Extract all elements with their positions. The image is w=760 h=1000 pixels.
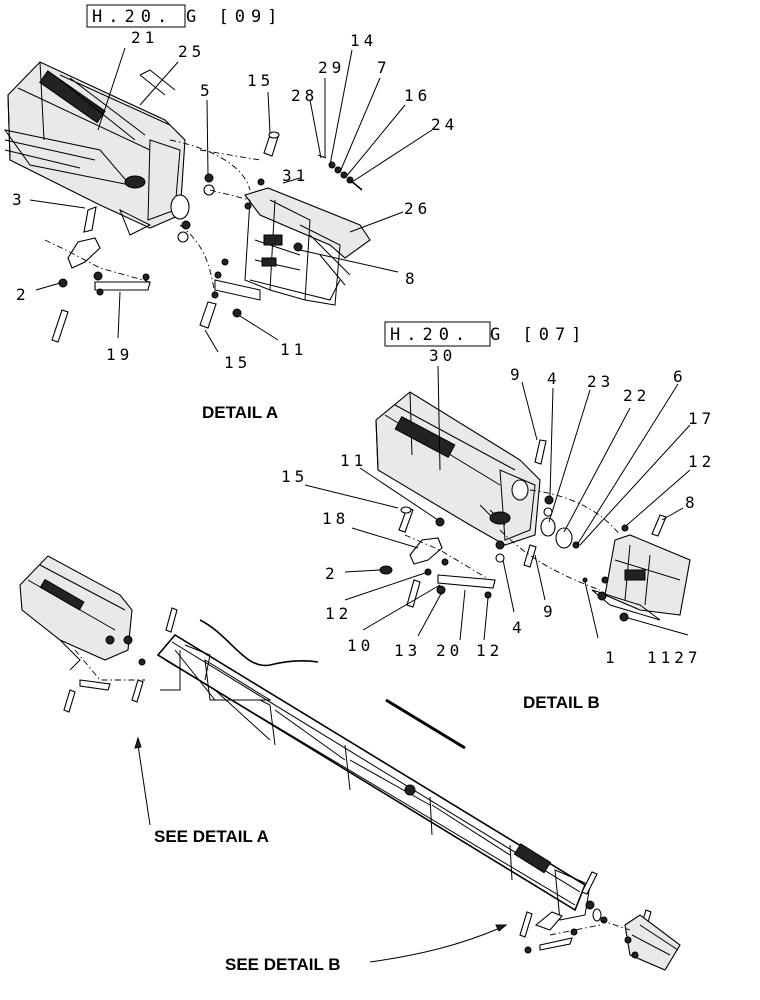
callout-9-lower: 9 [543,602,557,621]
detail-b-leaders [304,365,691,641]
detail-a-boom-right [244,187,371,259]
callout-4-lower: 4 [512,618,526,637]
callout-13: 13 [394,641,421,660]
caption-see-detail-a[interactable]: SEE DETAIL A [154,827,269,846]
detail-a-leaders [29,47,433,353]
reference-mid[interactable]: H.20. G [07] [384,321,587,347]
callout-14: 14 [350,31,377,50]
see-detail-arrows [134,736,508,963]
reference-top-box [86,4,186,28]
callout-15-b: 15 [281,467,308,486]
callout-6: 6 [673,367,687,386]
callout-24: 24 [431,115,458,134]
caption-see-detail-b[interactable]: SEE DETAIL B [225,955,341,974]
callout-12-left: 12 [325,604,352,623]
reference-top-left: H.20. [92,7,173,27]
callout-1: 1 [605,648,619,667]
detail-a-link-19 [94,281,151,291]
callout-29: 29 [318,58,345,77]
caption-detail-b: DETAIL B [523,693,600,712]
callout-11-b: 11 [340,451,367,470]
caption-detail-a: DETAIL A [202,403,278,422]
callout-2: 2 [16,285,30,304]
detail-b-callouts: 30 9 4 23 6 22 17 11 12 15 18 8 2 12 9 1… [281,346,715,667]
detail-a-callouts: 21 25 5 15 14 29 7 28 16 24 31 26 3 8 2 … [12,28,458,372]
callout-22: 22 [623,386,650,405]
reference-mid-left: H.20. [390,325,471,345]
reference-mid-right: G [07] [490,325,587,345]
callout-8-b: 8 [685,493,699,512]
callout-18: 18 [322,509,349,528]
reference-mid-box [384,321,491,347]
detail-b-link-20 [437,574,496,589]
detail-a-bracket [67,237,101,269]
detail-b-bracket-18 [409,537,443,565]
detail-a-cylinder [39,70,106,124]
overview-boom [19,555,681,971]
reference-top[interactable]: H.20. G [09] [86,4,283,28]
callout-30: 30 [429,346,456,365]
detail-a-drawing [3,61,371,343]
callout-8: 8 [405,269,419,288]
detail-b-boom-left [375,391,541,546]
reference-top-right: G [09] [186,7,283,27]
detail-b-washer-22 [555,527,573,549]
callout-9-upper: 9 [510,365,524,384]
callout-10: 10 [347,636,374,655]
callout-28: 28 [291,86,318,105]
overview-boom-right-frame [624,914,681,971]
overview-separate-bar [385,698,466,750]
callout-5: 5 [200,81,214,100]
callout-15-lower: 15 [224,353,251,372]
callout-4-upper: 4 [547,369,561,388]
detail-b-pin-8 [651,514,667,537]
callout-15-upper: 15 [247,71,274,90]
callout-12-lower: 12 [476,641,503,660]
detail-a-pin-15-lower [199,301,217,329]
callout-11: 11 [280,340,307,359]
detail-a-pin-3 [83,206,97,233]
callout-3: 3 [12,190,26,209]
detail-b-washer-23 [540,517,556,537]
detail-b-pin-9-lower [523,544,537,568]
callout-23: 23 [587,372,614,391]
callout-2-b: 2 [325,564,339,583]
callout-25: 25 [178,42,205,61]
detail-b-pin-9-upper [534,439,547,465]
callout-26: 26 [404,199,431,218]
detail-b-bolt [406,579,421,608]
callout-21: 21 [131,28,158,47]
callout-20: 20 [436,641,463,660]
detail-b-pin-15 [398,507,414,533]
callout-12-upper: 12 [688,452,715,471]
detail-a-bolt [51,309,69,343]
callout-17: 17 [688,409,715,428]
callout-16: 16 [404,86,431,105]
detail-a-boom-left [7,61,186,229]
callout-19: 19 [106,345,133,364]
callout-31: 31 [282,166,309,185]
detail-b-drawing [375,391,691,622]
overview-hose [199,619,319,667]
callout-1127: 1127 [647,648,702,667]
callout-7: 7 [377,58,391,77]
